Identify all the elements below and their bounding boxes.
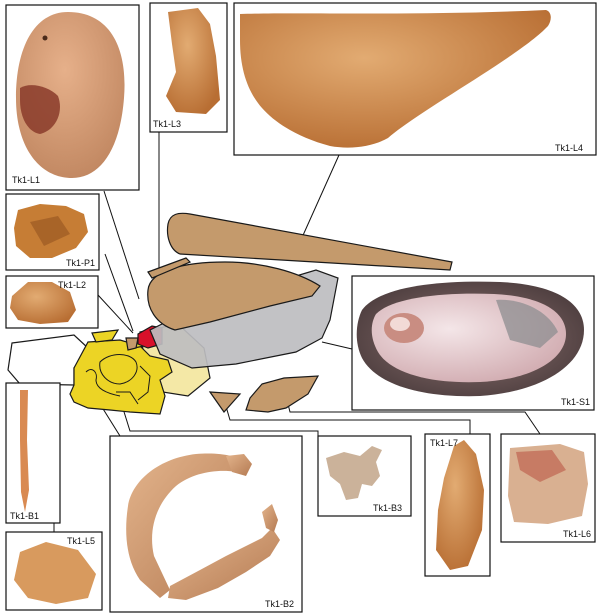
thin-stone-plan-shape [147,257,192,279]
panel-tk1-l3: Tk1-L3 [149,2,228,133]
stone-flake-image [14,542,96,604]
label-tk1-l2: Tk1-L2 [58,280,86,290]
label-tk1-s1: Tk1-S1 [561,397,590,407]
elongated-flake-image [436,440,484,570]
abalone-shell-image [356,281,584,397]
label-tk1-b2: Tk1-B2 [265,599,294,609]
label-tk1-b3: Tk1-B3 [373,503,402,513]
label-tk1-l3: Tk1-L3 [153,119,181,129]
bone-point-image [20,390,29,512]
flake-stone-plan-shape [245,375,320,413]
small-stone-plan-shape [125,337,139,351]
panel-tk1-l7: Tk1-L7 [424,433,491,577]
label-tk1-l7: Tk1-L7 [430,438,458,448]
bone-outline-3 [137,365,151,401]
label-tk1-p1: Tk1-P1 [66,258,95,268]
panel-tk1-p1: Tk1-P1 [5,193,100,271]
curved-stone-image [166,8,220,114]
bone-outline-2 [85,369,121,397]
bone-outline-4 [116,391,139,405]
label-tk1-l4: Tk1-L4 [555,143,583,153]
panel-tk1-s1: Tk1-S1 [351,275,595,411]
slab-plan-shape [166,212,453,271]
label-tk1-b1: Tk1-B1 [10,511,39,521]
panel-tk1-l4: Tk1-L4 [233,2,597,156]
label-tk1-l5: Tk1-L5 [67,536,95,546]
panel-tk1-l5: Tk1-L5 [5,531,103,611]
panel-tk1-l6: Tk1-L6 [500,433,596,543]
panel-tk1-b3: Tk1-B3 [317,435,412,517]
triangle-stone-plan-shape [208,391,242,413]
panel-tk1-b2: Tk1-B2 [109,435,303,613]
panel-tk1-b1: Tk1-B1 [5,382,61,524]
bone-small-fragment [91,329,120,343]
bone-fragment-image [126,453,280,600]
small-flake-image [10,282,76,324]
label-tk1-l6: Tk1-L6 [563,529,591,539]
panel-tk1-l1: Tk1-L1 [5,4,140,191]
label-tk1-l1: Tk1-L1 [12,175,40,185]
cobble-image [16,12,125,178]
vertebra-image [326,446,382,500]
bone-outline-1 [99,354,138,385]
excavation-plan-drawing [7,212,453,415]
panel-tk1-l2: Tk1-L2 [5,275,99,329]
bone-concentration-area [69,339,173,415]
slab-image [240,10,551,148]
